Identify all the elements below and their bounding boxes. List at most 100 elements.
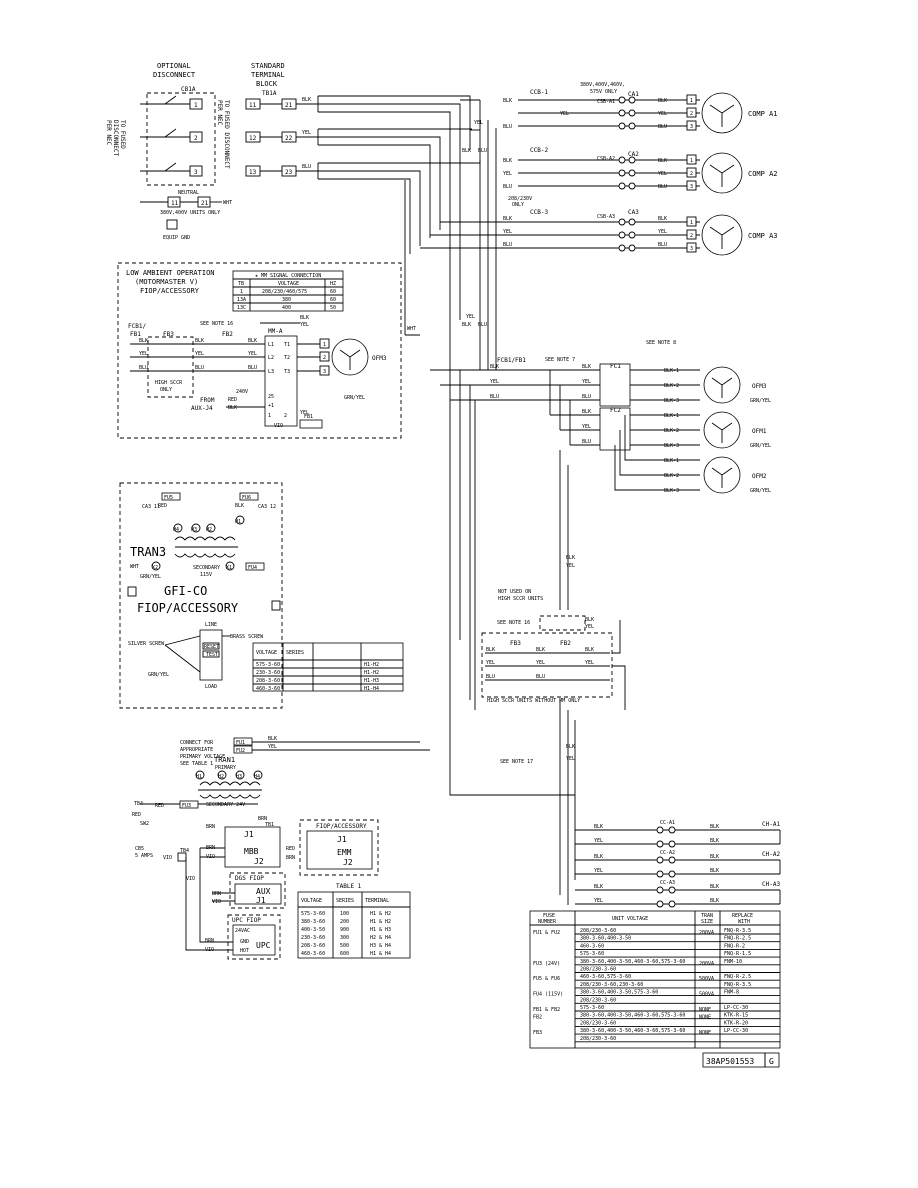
fuse-th-3a: TRAN	[701, 913, 713, 919]
ofm2-label: OFM2	[752, 473, 767, 480]
gfi-row-voltage: 460-3-60	[256, 686, 280, 692]
t1-th-voltage: VOLTAGE	[301, 898, 322, 904]
fuse-row-voltage: 208/230-3-60	[580, 1036, 616, 1042]
mm-t2: T2	[284, 355, 290, 361]
ca2-label: CA2	[628, 151, 639, 158]
a3-yel-in: YEL	[503, 229, 512, 235]
la-vio: VIO	[274, 423, 283, 429]
not-used-2: HIGH SCCR UNITS	[498, 596, 543, 602]
disconnect-rows: 1 2 3	[140, 95, 203, 177]
cch-yel-in: YEL	[594, 868, 603, 874]
fu2-label: FU2	[236, 748, 245, 754]
comp-a3-rows: BLK YEL BLU BLK YEL BLU 1 2 3	[420, 216, 700, 253]
cch-yel-in: YEL	[594, 898, 603, 904]
mid-yel-2: YEL	[536, 660, 545, 666]
fu4-box	[245, 562, 265, 571]
mm-t3: T3	[284, 369, 290, 375]
ofm1-group: BLK-1 BLK-2 BLK-3 OFM1 GRN/YEL	[630, 411, 771, 449]
tb-out-yel: YEL	[302, 130, 311, 136]
la-yel-2: YEL	[195, 351, 204, 357]
low-ambient-title-2: (MOTORMASTER V)	[135, 278, 198, 286]
tran1-secondary: SECONDARY 24V	[206, 802, 245, 808]
fu6-label: FU6	[242, 495, 251, 501]
cb-term-3: 3	[194, 169, 198, 176]
dgs-vio: VIO	[212, 899, 221, 905]
gfi-reset: RESET	[204, 644, 219, 650]
tb1-label: TB1	[265, 822, 274, 828]
a1-yel-in: YEL	[560, 111, 569, 117]
comp-note-380-1: 380V,400V,460V,	[580, 82, 625, 88]
power-entry-section: OPTIONAL DISCONNECT CB1A STANDARD TERMIN…	[105, 62, 319, 241]
mid-rows: BLK YEL BLU BLK YEL BLU BLK YEL	[485, 647, 610, 681]
ccb-3-label: CCB-3	[530, 209, 548, 216]
a3-blu-out: BLU	[658, 242, 667, 248]
mbb-j1: J1	[244, 830, 254, 839]
table1-row-series: 600	[340, 951, 349, 957]
table1-row-voltage: 380-3-60	[301, 919, 325, 925]
control-section: CONNECT FOR APPROPRIATE PRIMARY VOLTAGE …	[132, 736, 430, 960]
fuse-row-replace: LP-CC-30	[724, 1028, 748, 1034]
cch-blk-out: BLK	[710, 824, 719, 830]
cch-heater-label: CH-A3	[762, 881, 780, 888]
ofm2-lead-1: BLK-1	[664, 458, 679, 464]
fan-fcb1-fb1: FCB1/FB1	[497, 357, 526, 364]
a1-blk-in: BLK	[503, 98, 512, 104]
table1-row-terminals: H1 & H2	[370, 919, 391, 925]
fuse-row-tran: NONE	[699, 1007, 711, 1013]
mm-2: 2	[284, 413, 287, 419]
mm-plus1: +1	[268, 403, 274, 409]
mbb-label: MBB	[244, 847, 259, 856]
cch-vert-yel: YEL	[566, 756, 575, 762]
a3-blk-out: BLK	[658, 216, 667, 222]
upc-fiop: UPC FIOP	[232, 917, 261, 924]
tran3-h4: H4	[173, 527, 179, 533]
cch-blk-out-2: BLK	[710, 838, 719, 844]
gfi-row-voltage: 208-3-60	[256, 678, 280, 684]
mid-note-blk: BLK	[585, 617, 594, 623]
fc1-box	[599, 363, 631, 407]
fc1-blk: BLK	[582, 364, 591, 370]
cch-blk-in: BLK	[594, 854, 603, 860]
dgs-brn: BRN	[212, 891, 221, 897]
dgs-aux: AUX	[256, 887, 271, 896]
cch-contactor-label: CC-A2	[660, 850, 675, 856]
a1-blu-out: BLU	[658, 124, 667, 130]
comp-a3-label: COMP A3	[748, 232, 778, 240]
fan-feed-rows: BLK YEL BLU BLK YEL BLU BLK YEL BLU	[430, 364, 600, 446]
tb-out-blk: BLK	[302, 97, 311, 103]
table1-row-terminals: H1 & H4	[370, 951, 391, 957]
table1-row-voltage: 460-3-60	[301, 951, 325, 957]
mbb-box	[224, 826, 281, 868]
la-fb3-box	[147, 336, 194, 398]
comp-a2-rows: BLK YEL BLU BLK YEL BLU 1 2 3	[503, 154, 700, 191]
la-fb1-label: FB1	[304, 414, 313, 420]
emm-label: EMM	[337, 848, 352, 857]
tran3-x1: X1	[226, 565, 232, 571]
ca1-label: CA1	[628, 91, 639, 98]
ofm3-lead-2: BLK-2	[664, 383, 679, 389]
mm-th-tb: TB	[238, 281, 244, 287]
tran1-yel: YEL	[268, 744, 277, 750]
ofm2-lead-2: BLK-2	[664, 473, 679, 479]
gfi-test: TEST	[206, 652, 218, 658]
csb-a2-label: CSB-A2	[597, 156, 615, 162]
fuse-row-replace: LP-CC-30	[724, 1005, 748, 1011]
ofm3-label: OFM3	[752, 383, 767, 390]
gfi-section: CA3 11 CA3 12 FU5 FU6 RED BLK H4 H3 H2 H…	[119, 482, 404, 709]
csb-a1-label: CSB-A1	[597, 99, 615, 105]
neutral-term-right: 21	[201, 200, 209, 207]
gfi-row-primary: H1-H4	[364, 686, 379, 692]
fuse-row-number: FB1 & FB2	[533, 1007, 560, 1013]
fc1-label: FC1	[610, 363, 621, 370]
fuse-row-number: FU1 & FU2	[533, 930, 560, 936]
fc2-blu: BLU	[582, 439, 591, 445]
mbb-brn-3: BRN	[286, 855, 295, 861]
gfi-title-1: GFI-CO	[164, 584, 207, 598]
tb1a-label: TB1A	[262, 90, 277, 97]
mid-blk-2: BLK	[536, 647, 545, 653]
fuse-row-replace: FNQ-R-3.5	[724, 982, 751, 988]
a1-blk-out: BLK	[658, 98, 667, 104]
fu1-box	[233, 737, 253, 746]
